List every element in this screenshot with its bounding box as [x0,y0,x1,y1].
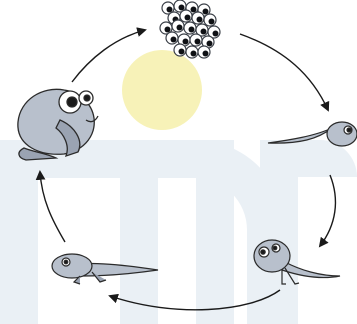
egg-core [191,7,197,13]
egg-core [197,17,203,23]
egg-core [189,27,195,33]
arrow-froglet-to-frog [40,172,65,242]
egg-core [179,49,185,55]
egg-core [171,37,177,43]
egg-core [183,39,189,45]
egg-core [213,31,219,37]
egg-core [179,5,185,11]
watermark-logo [0,140,357,324]
egg-core [167,7,173,13]
egg-core [191,51,197,57]
egg-core [207,41,213,47]
arrow-eggs-to-tadpole [240,34,328,110]
egg-core [185,15,191,21]
egg-core [195,39,201,45]
sun-circle [122,50,202,130]
egg-core [201,29,207,35]
frog-eggs-icon [160,0,220,58]
egg-core [209,19,215,25]
egg-core [165,27,171,33]
arrow-tadpole-to-legs [320,175,335,246]
egg-core [177,25,183,31]
egg-core [203,9,209,15]
egg-core [203,51,209,57]
